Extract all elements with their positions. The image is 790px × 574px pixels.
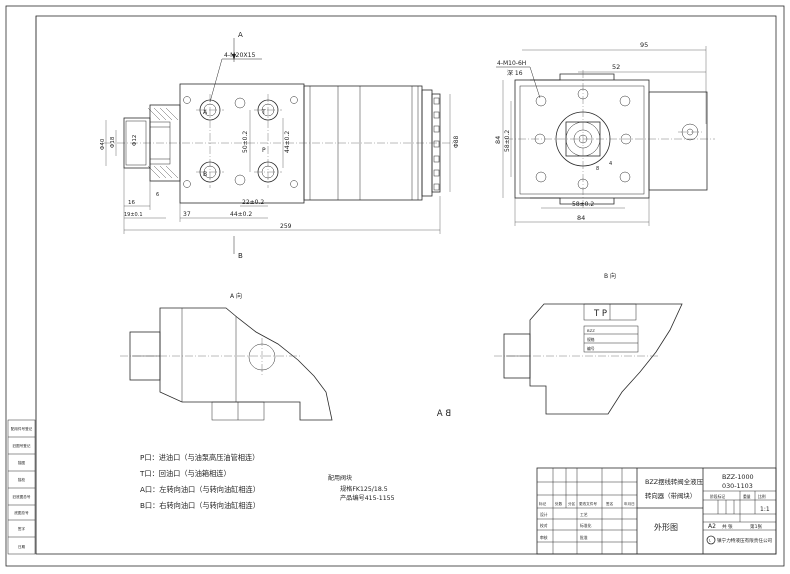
dim-d18: Φ18 <box>110 136 116 148</box>
depth-note: 深 16 <box>507 69 523 77</box>
tb-sign-design: 设计 <box>540 512 548 517</box>
sheet-of: 共 张 <box>722 523 733 530</box>
view-callout-b: B <box>238 252 243 260</box>
dim-d4: 4 <box>609 161 612 167</box>
notes-line2: 产品编号415-1155 <box>340 494 395 502</box>
nameplate-line3: 编号 <box>587 346 595 351</box>
port-legend: P口：进油口（与油泵高压油管相连） T口：回油口（与油箱相连） A口：左转向油口… <box>139 453 260 510</box>
notes-line1: 规格FK125/18.5 <box>340 485 388 493</box>
stage-label: 阶段标记 <box>710 494 725 499</box>
thread-note-2: 4-M10-6H <box>497 60 526 67</box>
dim-37: 37 <box>183 211 191 218</box>
tb-sign-check: 校对 <box>540 523 548 528</box>
valve-notes: 配用阀块 规格FK125/18.5 产品编号415-1155 <box>328 474 395 502</box>
dim-58h: 58±0.2 <box>572 201 594 208</box>
svg-text:L: L <box>709 539 711 543</box>
strip-label: 描校 <box>18 477 26 482</box>
dim-44v: 44±0.2 <box>284 131 291 153</box>
port-a-label: A <box>203 109 208 116</box>
legend-b: B口：右转向油口（与转向油缸相连） <box>140 501 260 510</box>
thread-note: 4-M20X15 <box>224 52 256 59</box>
legend-p: P口：进油口（与油泵高压油管相连） <box>140 453 259 462</box>
a-direction-view: A 向 B A <box>120 292 452 421</box>
tp-label: T P <box>593 309 607 319</box>
strip-label: 配用件号登记 <box>11 426 33 431</box>
dim-58v: 58±0.2 <box>504 130 511 152</box>
dim-44h: 44±0.2 <box>230 211 252 218</box>
tb-row-date: 年月日 <box>624 501 635 506</box>
nameplate-line1: BZZ <box>587 328 595 333</box>
dim-95: 95 <box>640 41 648 49</box>
tb-row-mark: 标记 <box>539 501 547 506</box>
port-p-label: P <box>262 147 266 154</box>
tb-row-count: 处数 <box>555 501 563 506</box>
a-view-label: A 向 <box>230 292 242 300</box>
port-t-label: T <box>261 109 266 116</box>
view-callout-a: A <box>238 31 243 39</box>
strip-label: 描图 <box>18 460 26 465</box>
dim-52: 52 <box>612 63 620 71</box>
tb-row-sign: 签名 <box>606 501 614 506</box>
strip-label: 签字 <box>18 526 26 531</box>
tb-sign-approve: 批准 <box>580 535 588 540</box>
sheet-no: 第1张 <box>750 523 763 530</box>
dim-16: 16 <box>128 200 135 206</box>
drawing-no-2: 030-1103 <box>722 482 753 490</box>
b-view-label: B 向 <box>604 272 616 280</box>
company-name: 镇宁力特液压有限责任公司 <box>717 537 773 544</box>
dim-22: 22±0.2 <box>242 199 264 206</box>
ba-label: B A <box>437 409 452 419</box>
dim-d12: Φ12 <box>132 135 138 146</box>
strip-label: 日期 <box>18 544 26 549</box>
tb-sign-standard: 标准化 <box>580 523 592 528</box>
tb-row-zone: 分区 <box>568 501 576 506</box>
dim-19: 19±0.1 <box>124 212 143 218</box>
legend-a: A口：左转向油口（与转向油缸相连） <box>140 485 260 494</box>
dim-84h: 84 <box>577 214 585 222</box>
scale-label: 比例 <box>758 494 766 499</box>
port-b-label: B <box>203 171 207 178</box>
dim-84v: 84 <box>494 136 502 144</box>
nameplate-line2: 规格 <box>587 337 595 342</box>
company-logo <box>706 535 716 545</box>
strip-label: 旧底图总号 <box>13 494 31 499</box>
end-view: 95 52 4-M10-6H 深 16 <box>494 41 715 226</box>
tb-sign-process: 工艺 <box>580 512 588 517</box>
product-name-2: 转向器（带阀块） <box>645 491 696 500</box>
tb-sign-review: 审核 <box>540 535 548 540</box>
dim-r8: 8 <box>596 166 599 172</box>
dim-d88: Φ88 <box>453 135 460 148</box>
notes-title: 配用阀块 <box>328 474 352 482</box>
title-block: 标记 处数 分区 更改文件号 签名 年月日 设计 校对 审核 工艺 标准化 批准… <box>536 467 777 555</box>
outer-border <box>5 5 785 567</box>
dim-259: 259 <box>280 223 292 230</box>
front-elevation: A B 4-M20X15 <box>100 31 460 260</box>
dim-6: 6 <box>156 192 159 198</box>
weight-label: 重量 <box>743 494 751 499</box>
strip-label: 底图总号 <box>14 510 29 515</box>
drawing-title: 外形图 <box>654 522 678 532</box>
strip-label: 旧图号登记 <box>13 443 31 448</box>
tb-row-doc: 更改文件号 <box>579 501 597 506</box>
dim-50: 50±0.2 <box>242 131 249 153</box>
dim-d40: Φ40 <box>100 138 106 150</box>
sheet-size: A2 <box>708 523 716 530</box>
scale-value: 1:1 <box>760 506 770 513</box>
product-name-1: BZZ摆线转阀全液压 <box>645 477 703 486</box>
legend-t: T口：回油口（与油箱相连） <box>139 469 231 478</box>
drawing-no-1: BZZ-1000 <box>722 473 754 481</box>
margin-strip: 配用件号登记 旧图号登记 描图 描校 旧底图总号 底图总号 签字 日期 <box>7 419 36 555</box>
b-direction-view: B 向 T P BZZ 规格 编号 <box>494 272 683 415</box>
